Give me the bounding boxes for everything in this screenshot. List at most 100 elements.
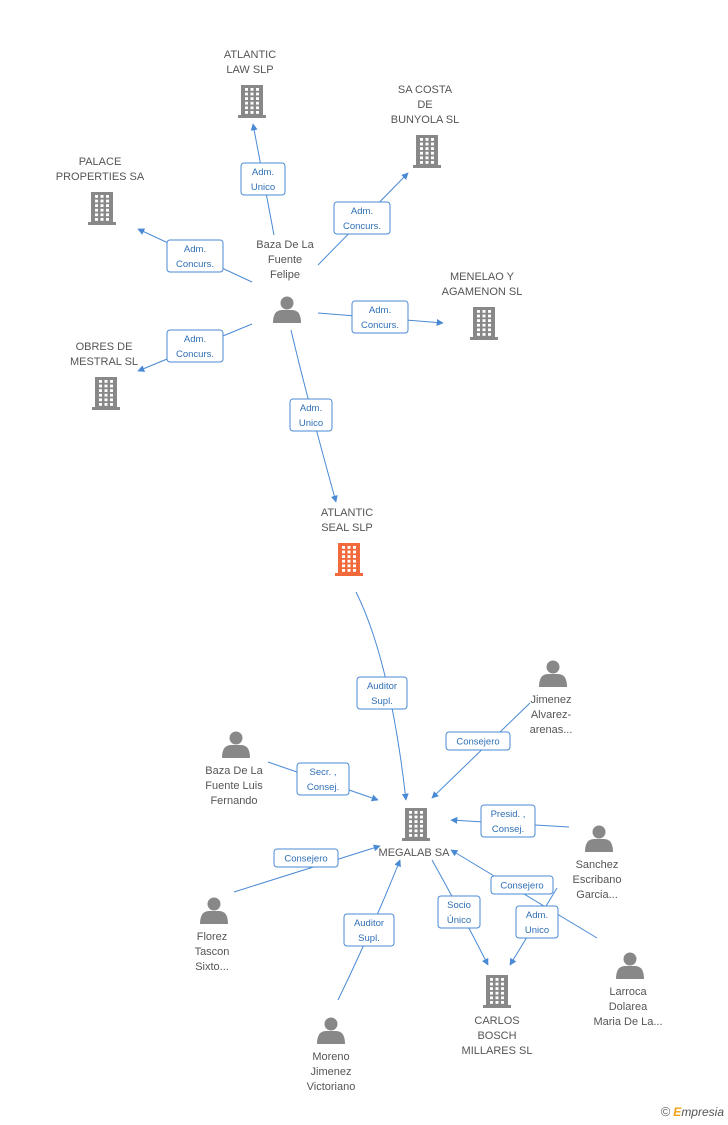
edge-label-text: Adm.: [184, 244, 206, 255]
edge-label-box: [240, 162, 286, 196]
edge-label-box: [289, 398, 333, 432]
node-label: Baza De La: [256, 239, 314, 251]
edge-label-text: Adm.: [300, 403, 322, 414]
building-icon: [402, 808, 430, 841]
node-label: PROPERTIES SA: [56, 171, 145, 183]
edge-label-box: [490, 875, 554, 895]
edge-label-text: Presid. ,: [491, 809, 526, 820]
edge-label-text: Consej.: [492, 824, 524, 835]
edge-label-box: [515, 905, 559, 939]
edge-label-box: [445, 731, 511, 751]
edge-label-text: Concurs.: [343, 221, 381, 232]
edge-label-text: Auditor: [367, 681, 397, 692]
edge-label-box: [356, 676, 408, 710]
node-sanchez[interactable]: SanchezEscribanoGarcia...: [573, 825, 622, 902]
node-label: AGAMENON SL: [442, 286, 523, 298]
edge-label-text: Adm.: [526, 910, 548, 921]
node-label: Fuente Luis: [205, 780, 263, 792]
edge-label-box: [273, 848, 339, 868]
edge-label[interactable]: Adm. Concurs.: [333, 201, 391, 235]
edge-labels-layer: Adm.UnicoAdm.Concurs.Adm.Concurs.Adm.Con…: [166, 162, 559, 947]
node-label: Jimenez: [311, 1066, 352, 1078]
brand-footer[interactable]: © Empresia: [661, 1104, 724, 1119]
person-icon: [585, 825, 613, 852]
edge-label-text: Auditor: [354, 918, 384, 929]
node-label: OBRES DE: [76, 341, 133, 353]
edge-label-text: Concurs.: [176, 259, 214, 270]
edge-label[interactable]: Adm. Unico: [289, 398, 333, 432]
edge-label-text: Único: [447, 915, 471, 926]
person-icon: [539, 660, 567, 687]
edge-label[interactable]: Secr. ,Consej.: [296, 762, 350, 796]
node-label: Sanchez: [576, 859, 619, 871]
node-label: MILLARES SL: [462, 1045, 533, 1057]
edge-label[interactable]: Adm. Concurs.: [166, 239, 224, 273]
edge-label-text: Unico: [299, 418, 323, 429]
node-label: Dolarea: [609, 1001, 648, 1013]
node-label: BOSCH: [477, 1030, 516, 1042]
node-label: Larroca: [609, 986, 647, 998]
building-icon: [470, 307, 498, 340]
edge-label[interactable]: Adm.Unico: [515, 905, 559, 939]
node-palace[interactable]: PALACE PROPERTIES SA: [56, 156, 145, 225]
node-label: MESTRAL SL: [70, 356, 138, 368]
edge-label-text: Socio: [447, 900, 471, 911]
edge-label-text: Secr. ,: [310, 767, 337, 778]
node-label: LAW SLP: [226, 64, 273, 76]
node-label: MENELAO Y: [450, 271, 515, 283]
edge-label-text: Unico: [251, 182, 275, 193]
building-icon: [413, 135, 441, 168]
edge-label[interactable]: Adm.Concurs.: [351, 300, 409, 334]
node-label: Baza De La: [205, 765, 263, 777]
edge-label[interactable]: Adm.Unico: [240, 162, 286, 196]
node-label: PALACE: [79, 156, 122, 168]
edge-label[interactable]: Consejero: [445, 731, 511, 751]
person-icon: [317, 1017, 345, 1044]
edge-label-text: Adm.: [351, 206, 373, 217]
node-jimenez[interactable]: JimenezAlvarez-arenas...: [530, 660, 573, 737]
node-label: Sixto...: [195, 961, 229, 973]
node-megalab[interactable]: MEGALAB SA: [379, 808, 451, 859]
edge-label-text: Consejero: [284, 854, 327, 865]
node-florez[interactable]: FlorezTasconSixto...: [195, 897, 230, 974]
edge-label-text: Concurs.: [361, 320, 399, 331]
node-label: Maria De La...: [593, 1016, 662, 1028]
brand-logo: Empresia: [673, 1104, 724, 1119]
building-icon: [483, 975, 511, 1008]
edge-label-box: [166, 239, 224, 273]
node-label: DE: [417, 99, 432, 111]
node-label: Jimenez: [531, 694, 572, 706]
building-icon: [238, 85, 266, 118]
building-icon: [92, 377, 120, 410]
edge-label-box: [296, 762, 350, 796]
edge-label-text: Concurs.: [176, 349, 214, 360]
edge-label[interactable]: Consejero: [490, 875, 554, 895]
node-label: BUNYOLA SL: [391, 114, 459, 126]
edge-label[interactable]: Presid. , Consej.: [480, 804, 536, 838]
person-icon: [273, 296, 301, 323]
node-label: Victoriano: [307, 1081, 356, 1093]
edge-label[interactable]: Consejero: [273, 848, 339, 868]
edge-label-box: [351, 300, 409, 334]
node-obres[interactable]: OBRES DE MESTRAL SL: [70, 341, 138, 410]
edge-line: [233, 844, 381, 893]
node-label: Garcia...: [576, 889, 618, 901]
node-menelao[interactable]: MENELAO Y AGAMENON SL: [442, 271, 523, 340]
node-label: Tascon: [195, 946, 230, 958]
person-icon: [222, 731, 250, 758]
node-label: MEGALAB SA: [379, 847, 451, 859]
edge-label[interactable]: Adm.Concurs.: [166, 329, 224, 363]
